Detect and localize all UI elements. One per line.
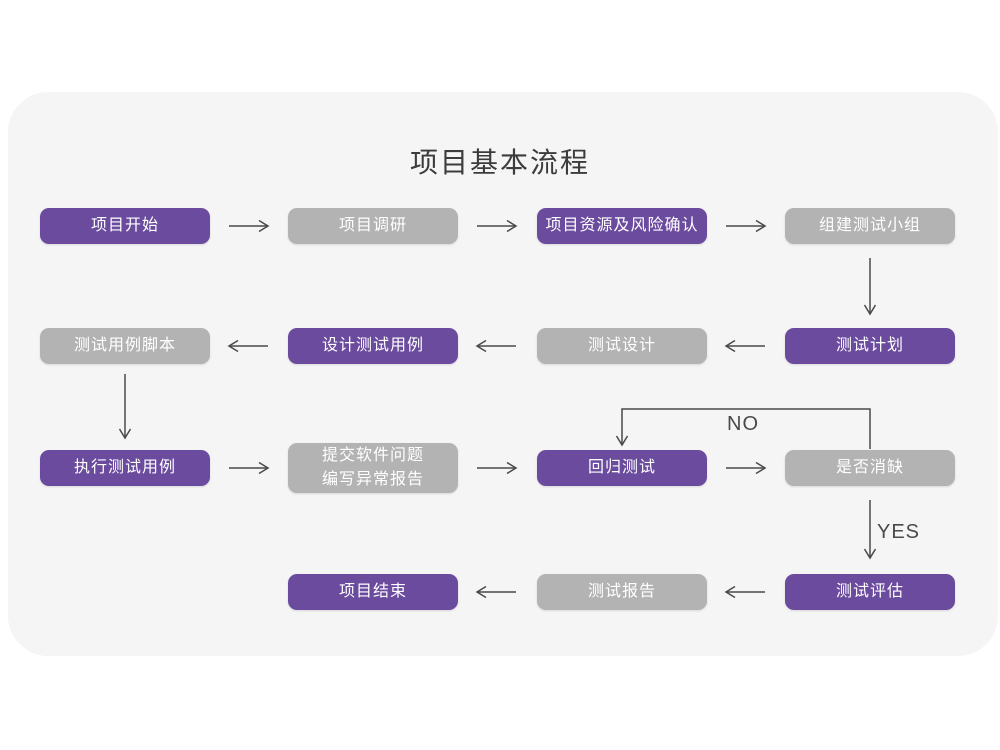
node-label: 项目结束	[338, 583, 407, 600]
node-label: 测试计划	[835, 337, 904, 354]
node-label: 测试设计	[587, 337, 656, 354]
flow-node-test-evaluate: 测试评估	[785, 574, 955, 610]
flow-node-test-report: 测试报告	[537, 574, 707, 610]
node-label: 项目调研	[338, 217, 407, 234]
node-label-line2: 编写异常报告	[321, 471, 424, 488]
flow-node-project-research: 项目调研	[288, 208, 458, 244]
flow-node-execute-test-case: 执行测试用例	[40, 450, 210, 486]
node-label: 是否消缺	[835, 459, 904, 476]
flow-node-project-end: 项目结束	[288, 574, 458, 610]
edge-label-no: NO	[727, 413, 759, 435]
node-label: 设计测试用例	[321, 337, 424, 354]
node-label: 项目开始	[90, 217, 159, 234]
node-label: 测试评估	[835, 583, 904, 600]
flow-node-project-resources-risk: 项目资源及风险确认	[537, 208, 707, 244]
flow-node-build-test-team: 组建测试小组	[785, 208, 955, 244]
flow-node-test-case-script: 测试用例脚本	[40, 328, 210, 364]
node-label-line1: 提交软件问题	[321, 447, 424, 464]
node-label: 测试用例脚本	[73, 337, 176, 354]
flowchart-card	[8, 92, 998, 656]
node-label: 测试报告	[587, 583, 656, 600]
node-label: 项目资源及风险确认	[545, 217, 699, 234]
flow-node-test-plan: 测试计划	[785, 328, 955, 364]
flow-node-project-start: 项目开始	[40, 208, 210, 244]
edge-label-yes: YES	[877, 521, 921, 543]
node-label: 回归测试	[587, 459, 656, 476]
node-label: 执行测试用例	[73, 459, 176, 476]
node-label: 组建测试小组	[818, 217, 921, 234]
page-title: 项目基本流程	[409, 147, 590, 178]
flow-node-regression-test: 回归测试	[537, 450, 707, 486]
flow-node-defect-resolved: 是否消缺	[785, 450, 955, 486]
flow-node-design-test-case: 设计测试用例	[288, 328, 458, 364]
flow-node-test-design: 测试设计	[537, 328, 707, 364]
flow-node-submit-issue-report: 提交软件问题 编写异常报告	[288, 443, 458, 493]
